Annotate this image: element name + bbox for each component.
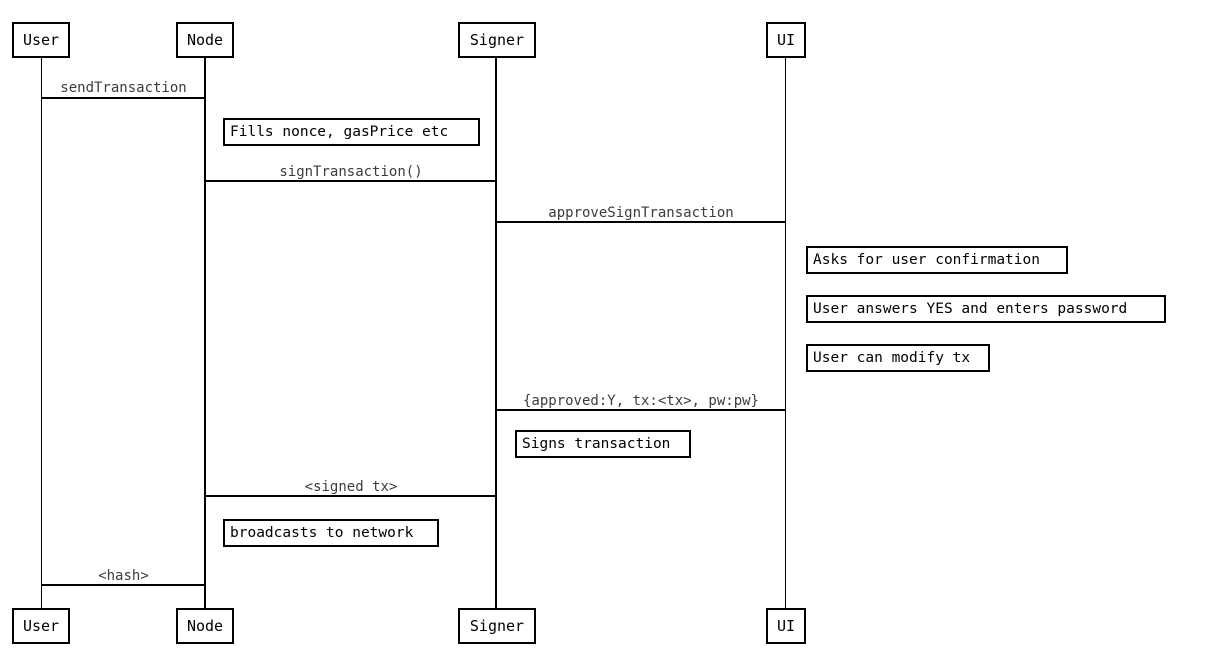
lifeline-signer bbox=[495, 58, 497, 608]
participant-box-node-top[interactable]: Node bbox=[176, 22, 234, 58]
participant-box-node-bottom[interactable]: Node bbox=[176, 608, 234, 644]
message-line-approvesigntransaction bbox=[495, 221, 786, 223]
note-signs-transaction: Signs transaction bbox=[515, 430, 691, 458]
participant-box-user-top[interactable]: User bbox=[12, 22, 70, 58]
participant-label-signer: Signer bbox=[469, 30, 525, 49]
participant-label-ui: UI bbox=[776, 30, 796, 49]
message-label-hash: <hash> bbox=[98, 568, 149, 584]
message-line-signed-tx bbox=[204, 495, 497, 497]
lifeline-user bbox=[41, 58, 42, 608]
participant-label-node-bottom: Node bbox=[186, 616, 224, 635]
note-broadcasts-network: broadcasts to network bbox=[223, 519, 439, 547]
lifeline-node bbox=[204, 58, 206, 608]
message-line-sendtransaction bbox=[41, 97, 206, 99]
participant-box-user-bottom[interactable]: User bbox=[12, 608, 70, 644]
note-user-can-modify-tx: User can modify tx bbox=[806, 344, 990, 372]
note-asks-confirmation: Asks for user confirmation bbox=[806, 246, 1068, 274]
note-fills-nonce: Fills nonce, gasPrice etc bbox=[223, 118, 480, 146]
participant-box-signer-bottom[interactable]: Signer bbox=[458, 608, 536, 644]
participant-box-ui-top[interactable]: UI bbox=[766, 22, 806, 58]
message-line-approved-payload bbox=[495, 409, 786, 411]
participant-label-signer-bottom: Signer bbox=[469, 616, 525, 635]
message-label-approved-payload: {approved:Y, tx:<tx>, pw:pw} bbox=[522, 393, 759, 409]
note-user-answers-yes: User answers YES and enters password bbox=[806, 295, 1166, 323]
participant-label-user-bottom: User bbox=[22, 616, 60, 635]
lifeline-ui bbox=[785, 58, 786, 608]
participant-label-node: Node bbox=[186, 30, 224, 49]
participant-box-ui-bottom[interactable]: UI bbox=[766, 608, 806, 644]
message-label-approvesigntransaction: approveSignTransaction bbox=[548, 205, 734, 221]
message-label-signed-tx: <signed tx> bbox=[304, 479, 398, 495]
participant-label-user: User bbox=[22, 30, 60, 49]
message-label-signtransaction: signTransaction() bbox=[279, 164, 423, 180]
message-line-hash bbox=[41, 584, 206, 586]
participant-label-ui-bottom: UI bbox=[776, 616, 796, 635]
message-label-sendtransaction: sendTransaction bbox=[60, 80, 187, 96]
message-line-signtransaction bbox=[204, 180, 497, 182]
participant-box-signer-top[interactable]: Signer bbox=[458, 22, 536, 58]
